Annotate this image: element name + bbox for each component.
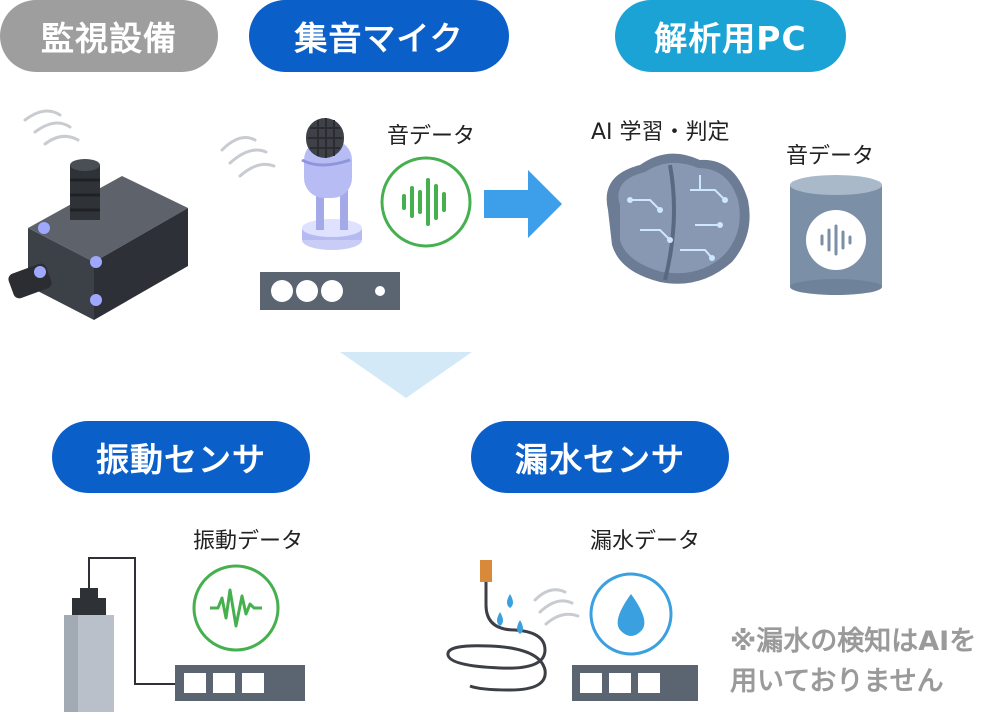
label-vibration-data: 振動データ (193, 529, 304, 554)
water-drop-icon (589, 572, 673, 656)
header-vibration-sensor: 振動センサ (52, 421, 310, 493)
header-sound-mic: 集音マイク (249, 0, 509, 72)
label-sound-data: 音データ (387, 124, 476, 149)
note-leak-detection: ※漏水の検知はAIを 用いておりません (730, 622, 976, 702)
sound-wave-icon (380, 156, 472, 248)
leak-sensor-icon (446, 560, 580, 692)
header-monitor-equipment: 監視設備 (0, 0, 218, 72)
leak-device-box (572, 665, 698, 701)
vibration-wave-icon (192, 564, 280, 652)
microphone-icon (220, 118, 362, 250)
vibration-sensor-icon (64, 557, 175, 712)
vibration-device-box (175, 665, 305, 701)
ai-brain-icon (606, 153, 750, 284)
label-sound-data-db: 音データ (786, 144, 875, 169)
database-icon (790, 175, 882, 295)
header-leak-sensor: 漏水センサ (471, 421, 729, 493)
arrow-right-icon (484, 170, 562, 238)
label-leak-data: 漏水データ (590, 529, 701, 554)
note-line-1: ※漏水の検知はAIを (730, 626, 977, 657)
pump-icon (8, 109, 188, 320)
mic-device-box (260, 272, 400, 310)
label-ai-learning: AI 学習・判定 (591, 120, 730, 145)
arrow-down-icon (340, 352, 472, 398)
note-line-2: 用いておりません (730, 666, 944, 697)
header-analysis-pc: 解析用PC (615, 0, 846, 72)
